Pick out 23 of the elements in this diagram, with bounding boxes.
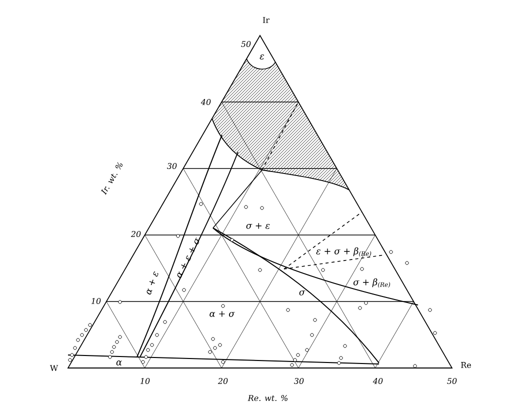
axis-tick-label: 50 bbox=[447, 378, 457, 384]
axis-tick-label: 40 bbox=[200, 98, 211, 106]
phase-label: σ bbox=[299, 290, 306, 296]
axis-title: Ir. wt. % bbox=[101, 162, 123, 195]
axis-tick-label: 10 bbox=[140, 378, 150, 384]
corner-label: W bbox=[50, 365, 58, 371]
phase-label: σ + ε bbox=[246, 223, 270, 229]
phase-label: σ + β$_{(Re)}$ bbox=[353, 278, 390, 288]
corner-label: Re bbox=[461, 362, 471, 368]
corner-label: Ir bbox=[262, 17, 270, 23]
axis-tick-label: 30 bbox=[294, 378, 304, 384]
axis-tick-label: 30 bbox=[167, 162, 177, 170]
axis-tick-label: 20 bbox=[130, 230, 141, 238]
axis-tick-label: 20 bbox=[218, 378, 228, 384]
phase-label: ε + σ + β$_{(Re)}$ bbox=[316, 247, 372, 257]
phase-label: α + ε bbox=[146, 271, 158, 295]
phase-label: α bbox=[116, 360, 122, 366]
phase-label: ε bbox=[260, 54, 264, 60]
axis-tick-label: 40 bbox=[372, 378, 383, 384]
axis-tick-label: 50 bbox=[241, 40, 251, 48]
phase-label: α + σ bbox=[210, 311, 235, 317]
axis-tick-label: 10 bbox=[91, 298, 101, 304]
axis-title: Re. wt. % bbox=[248, 394, 288, 401]
